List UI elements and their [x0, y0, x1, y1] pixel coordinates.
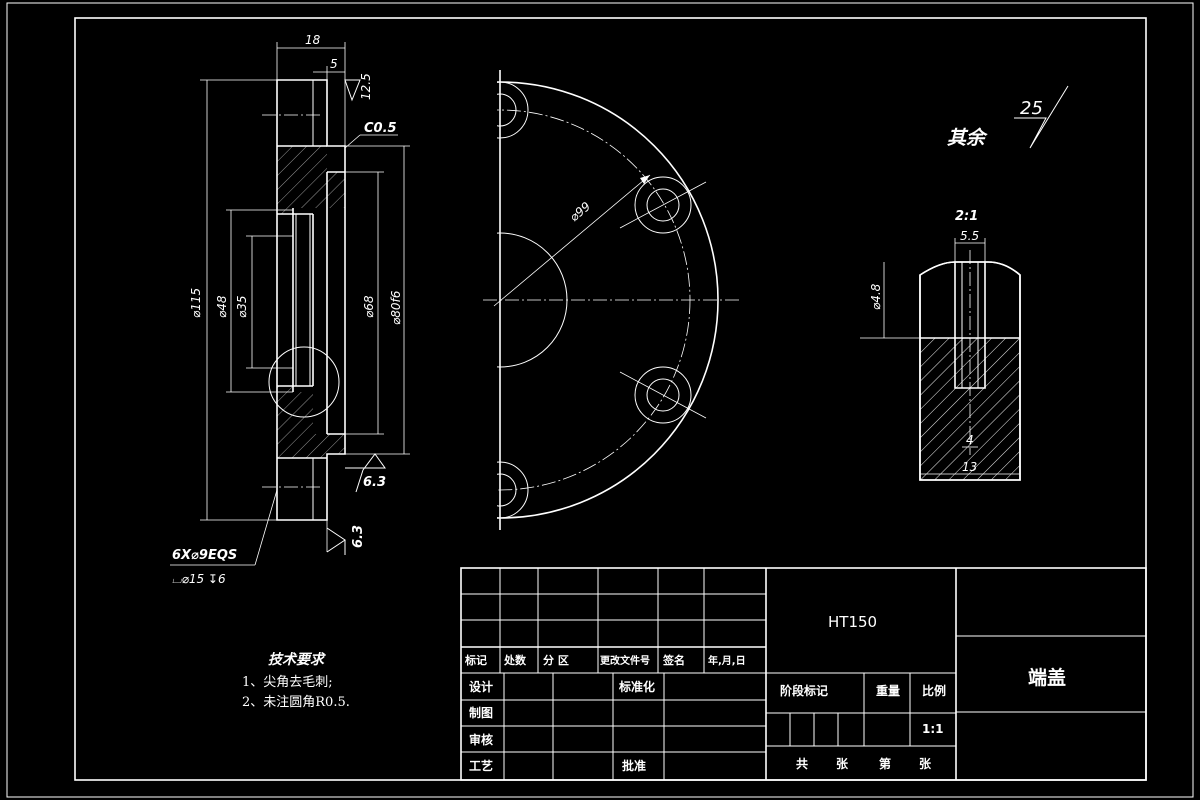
approve-label: 批准	[622, 758, 646, 773]
chamfer-label: C0.5	[364, 121, 397, 136]
sheets-current-label: 第	[879, 756, 891, 771]
dim-dia-4-8: ⌀4.8	[869, 283, 883, 310]
part-name: 端盖	[1028, 666, 1066, 689]
sheets-unit-2: 张	[919, 756, 932, 771]
dim-18: 18	[305, 33, 321, 47]
tech-requirements: 技术要求 1、尖角去毛刺; 2、未注圆角R0.5.	[242, 651, 350, 710]
roughness-6-3-b: 6.3	[351, 525, 366, 548]
dim-pcd-99: ⌀99	[567, 199, 593, 224]
sheets-total-label: 共	[796, 756, 808, 771]
dim-dia-48: ⌀48	[215, 295, 229, 318]
header-sign: 签名	[662, 653, 685, 667]
surface-finish-note: 其余 25	[947, 85, 1069, 149]
surface-finish-label: 其余	[947, 127, 988, 149]
header-change-doc: 更改文件号	[600, 654, 650, 667]
role-review: 审核	[469, 732, 493, 747]
tech-req-title: 技术要求	[268, 651, 326, 668]
title-block: HT150 端盖 标记 处数 分 区 更改文件号 签名 年,月,日 设计 制图 …	[460, 567, 1147, 781]
dim-4: 4	[966, 433, 974, 447]
detail-scale: 2:1	[955, 209, 978, 224]
weight-label: 重量	[876, 683, 900, 698]
section-view: 18 5 12.5 C0.5 ⌀115 ⌀48 ⌀35 ⌀68 ⌀80f6 6.	[170, 33, 410, 586]
hole-callout: 6X⌀9EQS	[172, 548, 237, 563]
role-draw: 制图	[469, 705, 493, 720]
header-count: 处数	[503, 653, 527, 667]
detail-view: 2:1 5.5 ⌀4.8 4 13	[860, 209, 1021, 481]
role-process: 工艺	[469, 758, 493, 773]
material: HT150	[828, 613, 877, 631]
dim-5-5: 5.5	[960, 229, 979, 243]
dim-dia-68: ⌀68	[362, 295, 376, 318]
sheets-unit-1: 张	[836, 756, 849, 771]
outer-border	[6, 2, 1194, 798]
dim-dia-115: ⌀115	[189, 288, 203, 318]
role-design: 设计	[469, 679, 493, 694]
dim-12-5: 12.5	[359, 73, 373, 100]
dim-5: 5	[330, 57, 338, 71]
plan-view: ⌀99	[483, 70, 742, 530]
header-mark: 标记	[464, 653, 487, 667]
hole-counterbore: ⌴⌀15 ↧6	[172, 572, 226, 586]
dim-dia-80f6: ⌀80f6	[389, 290, 403, 325]
header-date: 年,月,日	[708, 654, 746, 667]
tech-req-item-1: 1、尖角去毛刺;	[242, 675, 333, 690]
surface-finish-value: 25	[1020, 98, 1043, 119]
dim-dia-35: ⌀35	[235, 296, 249, 319]
ratio-label: 比例	[922, 683, 946, 698]
ratio-value: 1:1	[922, 722, 944, 736]
dim-13: 13	[962, 460, 977, 474]
roughness-6-3-a: 6.3	[363, 475, 386, 490]
stage-mark-label: 阶段标记	[780, 683, 828, 698]
standardize-label: 标准化	[618, 679, 655, 694]
tech-req-item-2: 2、未注圆角R0.5.	[242, 695, 350, 710]
header-zone: 分 区	[543, 653, 569, 667]
